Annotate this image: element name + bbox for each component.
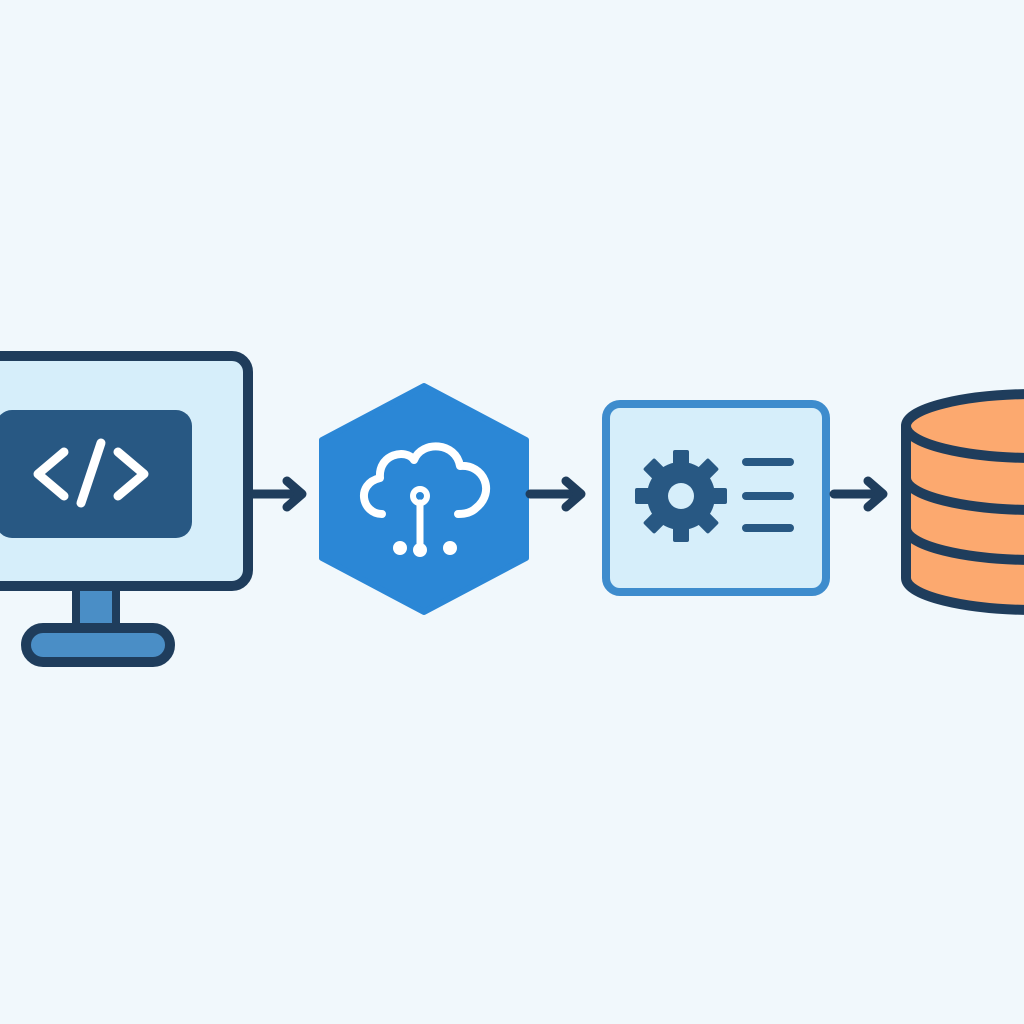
app-server-node bbox=[602, 400, 830, 596]
settings-list-icon bbox=[742, 458, 794, 532]
database-body bbox=[901, 421, 1024, 615]
cloud-node-center bbox=[413, 543, 427, 557]
arrow-right-icon bbox=[525, 476, 586, 512]
code-screen bbox=[0, 410, 192, 538]
code-brackets-icon bbox=[33, 438, 149, 508]
cloud-node-left bbox=[393, 541, 407, 555]
cloud-outline bbox=[359, 442, 491, 518]
cloud-gateway-node bbox=[319, 383, 529, 615]
database-top bbox=[901, 389, 1024, 463]
database-node bbox=[901, 389, 1024, 615]
arrow-right-icon bbox=[247, 476, 307, 512]
database-band-1 bbox=[901, 477, 1024, 515]
arrow-right-icon bbox=[829, 476, 888, 512]
database-band-2 bbox=[901, 527, 1024, 565]
monitor-code-icon: </> bbox=[0, 351, 253, 667]
database-cylinder-icon bbox=[901, 389, 1024, 615]
cloud-network-icon bbox=[359, 442, 491, 557]
cloud-node-right bbox=[443, 541, 457, 555]
gear-icon bbox=[635, 450, 727, 542]
client-monitor-node: </> bbox=[0, 351, 253, 667]
monitor-stand-base bbox=[21, 623, 175, 667]
